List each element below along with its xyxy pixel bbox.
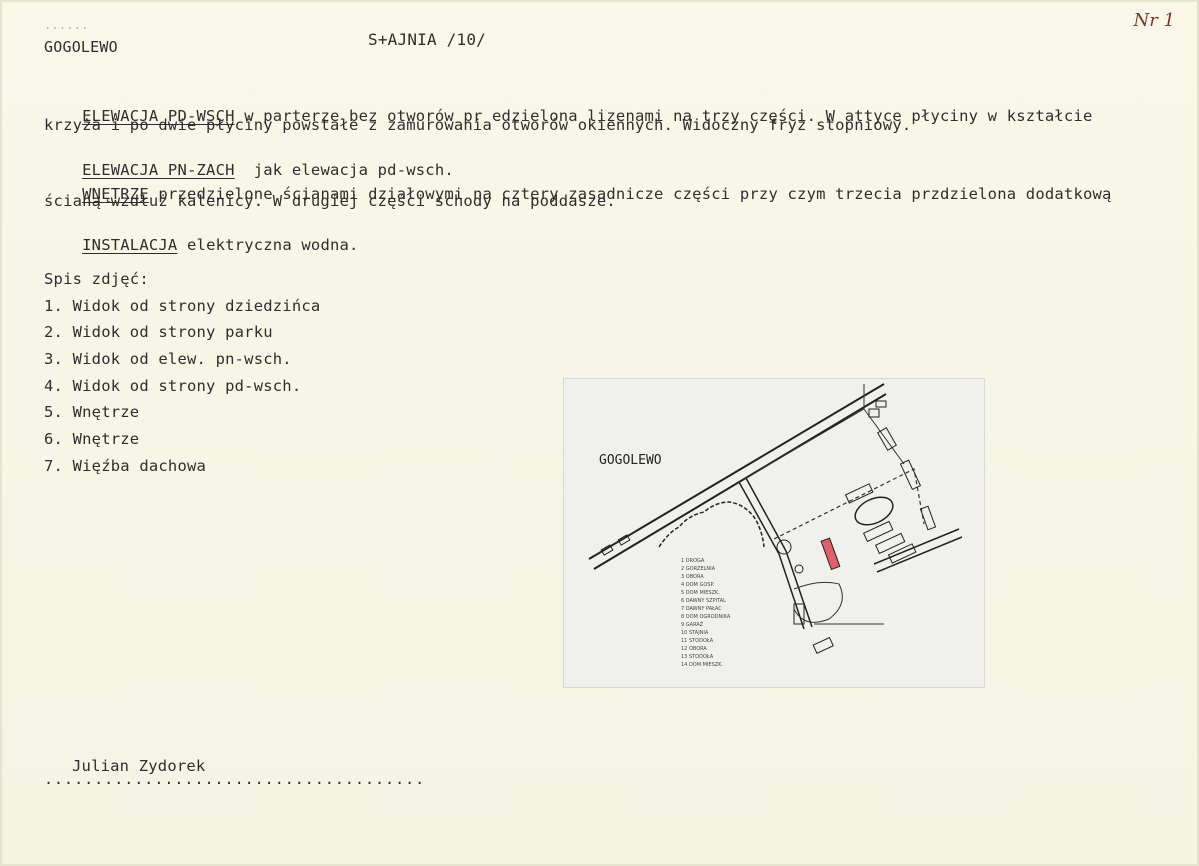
svg-text:1 DROGA: 1 DROGA bbox=[681, 558, 705, 564]
photo-list-item: 3. Widok od elew. pn-wsch. bbox=[44, 350, 292, 368]
section-text: elektryczna wodna. bbox=[177, 236, 359, 254]
section-wnetrze: WNĘTRZE przedzielone ścianami działowymi… bbox=[44, 167, 1112, 221]
photo-list-item: 7. Więźba dachowa bbox=[44, 457, 207, 475]
svg-text:13 STODOŁA: 13 STODOŁA bbox=[681, 654, 714, 660]
section-instalacja: INSTALACJA elektryczna wodna. bbox=[44, 218, 359, 272]
section-text: przedzielone ścianami działowymi na czte… bbox=[148, 185, 1112, 203]
svg-text:14 DOM MIESZK.: 14 DOM MIESZK. bbox=[681, 662, 723, 668]
section-heading: WNĘTRZE bbox=[82, 185, 149, 203]
section-heading: ELEWACJA PN-ZACH bbox=[82, 161, 235, 179]
site-map-photo: GOGOLEWO 1 DROGA 2 GORZELNIA 3 OBORA 4 D… bbox=[563, 378, 985, 688]
photo-list-title: Spis zdjęć: bbox=[44, 270, 149, 288]
section-elewacja-pd-wsch: ELEWACJA PD-WSCH w parterze bez otworów … bbox=[44, 89, 1093, 143]
section-heading: INSTALACJA bbox=[82, 236, 178, 254]
photo-list-item: 5. Wnętrze bbox=[44, 403, 140, 421]
svg-text:5 DOM MIESZK.: 5 DOM MIESZK. bbox=[681, 590, 720, 596]
signature-name: Julian Zydorek bbox=[72, 757, 206, 775]
svg-text:11 STODOŁA: 11 STODOŁA bbox=[681, 638, 714, 644]
svg-text:2 GORZELNIA: 2 GORZELNIA bbox=[681, 566, 716, 572]
svg-text:3 OBORA: 3 OBORA bbox=[681, 574, 704, 580]
faint-stamp: ...... bbox=[44, 18, 89, 32]
archive-stamp: S+AJNIA /10/ bbox=[368, 30, 486, 49]
map-title: GOGOLEWO bbox=[599, 453, 662, 468]
svg-text:12 OBORA: 12 OBORA bbox=[681, 646, 707, 652]
section-text: w parterze bez otworów pr edzielona lize… bbox=[234, 107, 1093, 125]
map-legend: 1 DROGA 2 GORZELNIA 3 OBORA 4 DOM GOSP. … bbox=[681, 558, 731, 668]
signature-line: ...................................... bbox=[44, 770, 426, 788]
site-map: GOGOLEWO 1 DROGA 2 GORZELNIA 3 OBORA 4 D… bbox=[564, 379, 984, 687]
photo-list-item: 6. Wnętrze bbox=[44, 430, 140, 448]
section-heading: ELEWACJA PD-WSCH bbox=[82, 107, 235, 125]
photo-list-item: 4. Widok od strony pd-wsch. bbox=[44, 377, 302, 395]
svg-text:9 GARAŻ: 9 GARAŻ bbox=[681, 621, 704, 628]
section-text-line: krzyża i po dwie płyciny powstałe z zamu… bbox=[44, 116, 912, 134]
photo-list-item: 2. Widok od strony parku bbox=[44, 323, 273, 341]
svg-text:7 DAWNY PAŁAC: 7 DAWNY PAŁAC bbox=[681, 606, 722, 612]
svg-text:4 DOM GOSP.: 4 DOM GOSP. bbox=[681, 582, 715, 588]
section-elewacja-pn-zach: ELEWACJA PN-ZACH jak elewacja pd-wsch. bbox=[44, 143, 454, 197]
svg-text:10 STAJNIA: 10 STAJNIA bbox=[681, 630, 709, 636]
svg-text:6 DAWNY SZPITAL: 6 DAWNY SZPITAL bbox=[681, 598, 726, 604]
svg-text:8 DOM OGRODNIKA: 8 DOM OGRODNIKA bbox=[681, 614, 731, 620]
place-name: GOGOLEWO bbox=[44, 38, 118, 56]
section-text-line: ścianą wzdłuż kalenicy. W drugiej części… bbox=[44, 192, 616, 210]
section-text: jak elewacja pd-wsch. bbox=[234, 161, 454, 179]
sheet-number: Nr 1 bbox=[1133, 10, 1175, 31]
photo-list-item: 1. Widok od strony dziedzińca bbox=[44, 297, 321, 315]
